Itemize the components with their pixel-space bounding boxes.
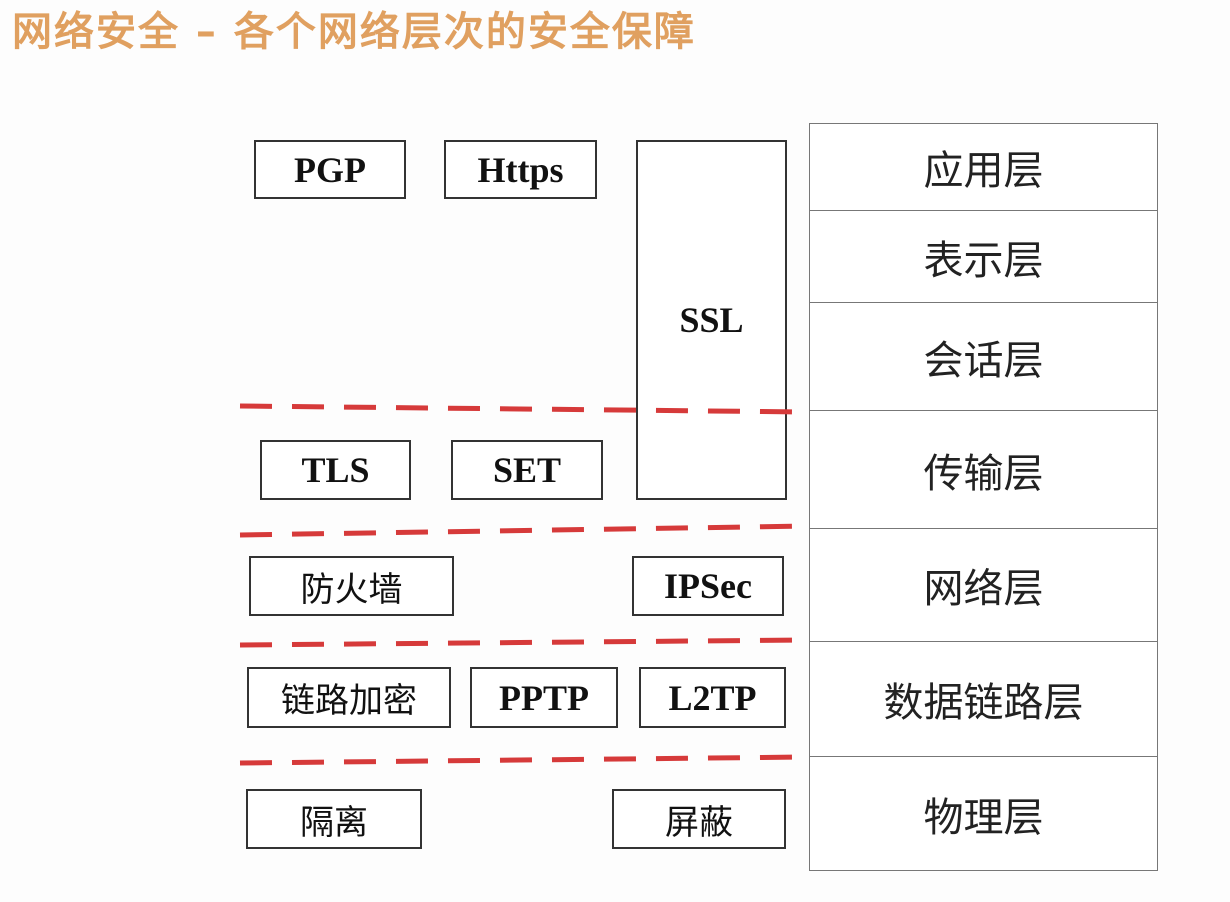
isolation-box: 隔离	[246, 789, 422, 849]
ipsec-box: IPSec	[632, 556, 784, 616]
separator-network-datalink	[239, 637, 809, 648]
layer-transport: 传输层	[810, 410, 1157, 528]
tls-box: TLS	[260, 440, 411, 500]
osi-layer-stack: 应用层 表示层 会话层 传输层 网络层 数据链路层 物理层	[809, 123, 1158, 871]
layer-network: 网络层	[810, 528, 1157, 641]
link-encryption-box: 链路加密	[247, 667, 451, 728]
separator-transport-network	[239, 523, 809, 538]
layer-data-link: 数据链路层	[810, 641, 1157, 756]
shielding-box: 屏蔽	[612, 789, 786, 849]
pgp-box: PGP	[254, 140, 406, 199]
layer-presentation: 表示层	[810, 210, 1157, 302]
https-box: Https	[444, 140, 597, 199]
layer-physical: 物理层	[810, 756, 1157, 870]
layer-session: 会话层	[810, 302, 1157, 410]
page-title: 网络安全 – 各个网络层次的安全保障	[12, 9, 696, 55]
layer-application: 应用层	[923, 148, 1044, 194]
ssl-box: SSL	[636, 140, 787, 500]
pptp-box: PPTP	[470, 667, 618, 728]
separator-datalink-physical	[239, 754, 809, 766]
firewall-box: 防火墙	[249, 556, 454, 616]
l2tp-box: L2TP	[639, 667, 786, 728]
set-box: SET	[451, 440, 603, 500]
